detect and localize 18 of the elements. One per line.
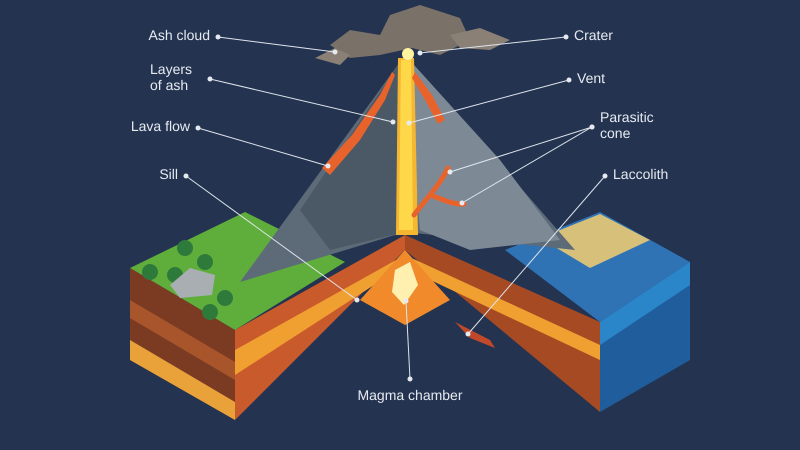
leader-line — [466, 174, 608, 336]
part-label: Laccolith — [613, 166, 668, 182]
part-label: Vent — [577, 70, 606, 86]
part-label: Sill — [159, 166, 178, 182]
leader-line — [208, 76, 396, 124]
leader-line — [406, 78, 572, 126]
leader-line — [196, 126, 330, 168]
part-label: Lava flow — [130, 118, 190, 134]
part-label: Parasitic cone — [600, 109, 655, 141]
part-label: Magma chamber — [357, 387, 463, 403]
leader-line — [184, 174, 360, 302]
leader-line — [460, 124, 594, 206]
leader-line — [216, 34, 338, 54]
leader-line — [404, 298, 412, 382]
part-label: Layers of ash — [150, 61, 194, 93]
leader-line — [418, 34, 568, 56]
part-label: Ash cloud — [148, 27, 210, 43]
part-label: Crater — [574, 27, 613, 43]
